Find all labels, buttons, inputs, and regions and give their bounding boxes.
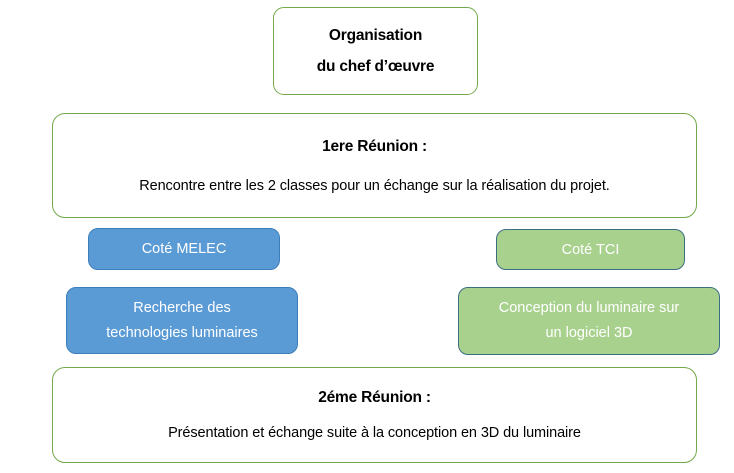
tci-side-label: Coté TCI (561, 241, 620, 258)
first-meeting-body: Rencontre entre les 2 classes pour un éc… (139, 177, 610, 194)
tci-task-box: Conception du luminaire sur un logiciel … (458, 287, 720, 355)
second-meeting-title: 2éme Réunion : (318, 389, 431, 406)
first-meeting-box: 1ere Réunion : Rencontre entre les 2 cla… (52, 113, 697, 218)
organisation-title-line2: du chef d’œuvre (316, 57, 435, 75)
melec-side-label: Coté MELEC (141, 241, 227, 257)
second-meeting-box: 2éme Réunion : Présentation et échange s… (52, 367, 697, 463)
second-meeting-body: Présentation et échange suite à la conce… (168, 425, 581, 441)
tci-task-line1: Conception du luminaire sur (498, 300, 680, 316)
organisation-title-line1: Organisation (328, 26, 423, 44)
tci-task-line2: un logiciel 3D (545, 325, 633, 341)
melec-task-line2: technologies luminaires (106, 324, 258, 341)
melec-task-line1: Recherche des (133, 299, 231, 316)
first-meeting-title: 1ere Réunion : (322, 137, 427, 155)
melec-task-box: Recherche des technologies luminaires (66, 287, 298, 354)
organisation-title-box: Organisation du chef d’œuvre (273, 7, 478, 95)
tci-side-label-box: Coté TCI (496, 229, 685, 270)
melec-side-label-box: Coté MELEC (88, 228, 280, 270)
